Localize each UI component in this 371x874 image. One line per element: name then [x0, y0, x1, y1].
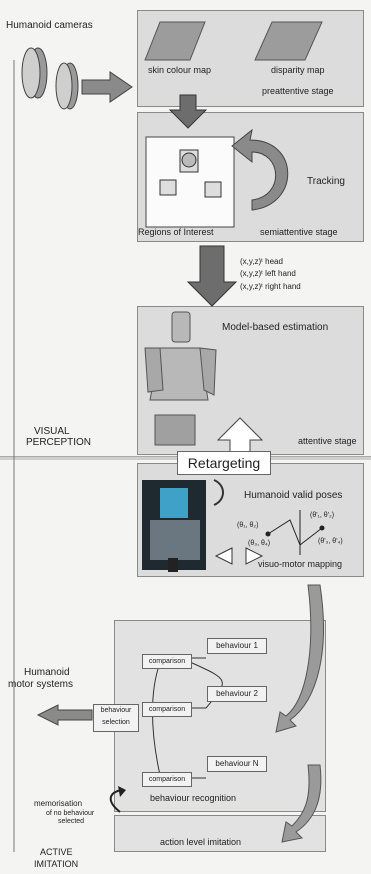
coord-left-hand-label: (x,y,z)ᵗ left hand: [240, 269, 296, 278]
attentive-stage-label: attentive stage: [298, 436, 357, 446]
regions-of-interest-label: Regions of Interest: [138, 227, 214, 237]
behaviour-n-box: behaviour N: [207, 756, 267, 772]
behaviour-2-label: behaviour 2: [216, 689, 258, 698]
comparison-n-label: comparison: [148, 776, 186, 783]
disparity-map-label: disparity map: [271, 65, 325, 75]
comparison-1-box: comparison: [142, 654, 192, 669]
joint-d-label: (θ'₃, θ'₄): [318, 538, 343, 545]
visuo-motor-mapping-label: visuo-motor mapping: [258, 559, 343, 569]
joint-a-label: (θ₁, θ₂): [237, 522, 259, 529]
behaviour-selection-box: behaviour selection: [93, 704, 139, 732]
preattentive-stage-label: preattentive stage: [262, 86, 334, 96]
active-imitation-label-line2: IMITATION: [34, 859, 79, 869]
comparison-2-box: comparison: [142, 702, 192, 717]
action-level-imitation-label: action level imitation: [160, 837, 242, 847]
retargeting-label: Retargeting: [187, 455, 261, 471]
behaviour-selection-label-line1: behaviour: [100, 707, 132, 714]
humanoid-valid-poses-label: Humanoid valid poses: [244, 490, 343, 501]
behaviour-1-label: behaviour 1: [216, 641, 258, 650]
skin-colour-map-label: skin colour map: [148, 65, 212, 75]
joint-diagram-icon: [265, 510, 325, 555]
retargeting-box: Retargeting: [177, 451, 271, 475]
humanoid-motor-systems-label-line2: motor systems: [8, 679, 74, 690]
tracking-arrow-icon: [231, 128, 289, 211]
arrow-icon: [81, 71, 133, 103]
memorisation-label-line1: memorisation: [34, 799, 83, 808]
comparison-n-box: comparison: [142, 772, 192, 787]
robot-photo: [142, 480, 206, 572]
comparison-2-label: comparison: [148, 706, 186, 713]
behaviour-recognition-label: behaviour recognition: [150, 793, 237, 803]
behaviour-1-box: behaviour 1: [207, 638, 267, 654]
joint-b-label: (θ₃, θ₄): [248, 540, 271, 547]
behaviour-n-label: behaviour N: [215, 759, 259, 768]
visual-perception-label-line1: VISUAL: [34, 426, 70, 437]
behaviour-2-box: behaviour 2: [207, 686, 267, 702]
memorisation-label-line2: of no behaviour: [46, 810, 95, 817]
comparison-1-label: comparison: [148, 658, 186, 665]
disparity-map-shape: [254, 21, 323, 61]
memorisation-label-line3: selected: [58, 818, 85, 825]
joint-c-label: (θ'₁, θ'₂): [310, 512, 335, 519]
semiattentive-stage-label: semiattentive stage: [260, 227, 338, 237]
coord-right-hand-label: (x,y,z)ᵗ right hand: [240, 282, 301, 291]
model-based-estimation-label: Model-based estimation: [222, 322, 329, 333]
humanoid-cameras-label: Humanoid cameras: [6, 20, 93, 31]
coord-head-label: (x,y,z)ᵗ head: [240, 257, 283, 266]
skin-map-shape: [144, 21, 206, 61]
active-imitation-label-line1: ACTIVE: [40, 847, 73, 857]
behaviour-selection-label-line2: selection: [102, 719, 130, 726]
humanoid-motor-systems-label-line1: Humanoid: [24, 667, 70, 678]
camera-icon: [21, 47, 79, 110]
visual-perception-label-line2: PERCEPTION: [26, 437, 92, 448]
tracking-label: Tracking: [307, 176, 345, 187]
humanoid-model-icon: [144, 311, 217, 446]
